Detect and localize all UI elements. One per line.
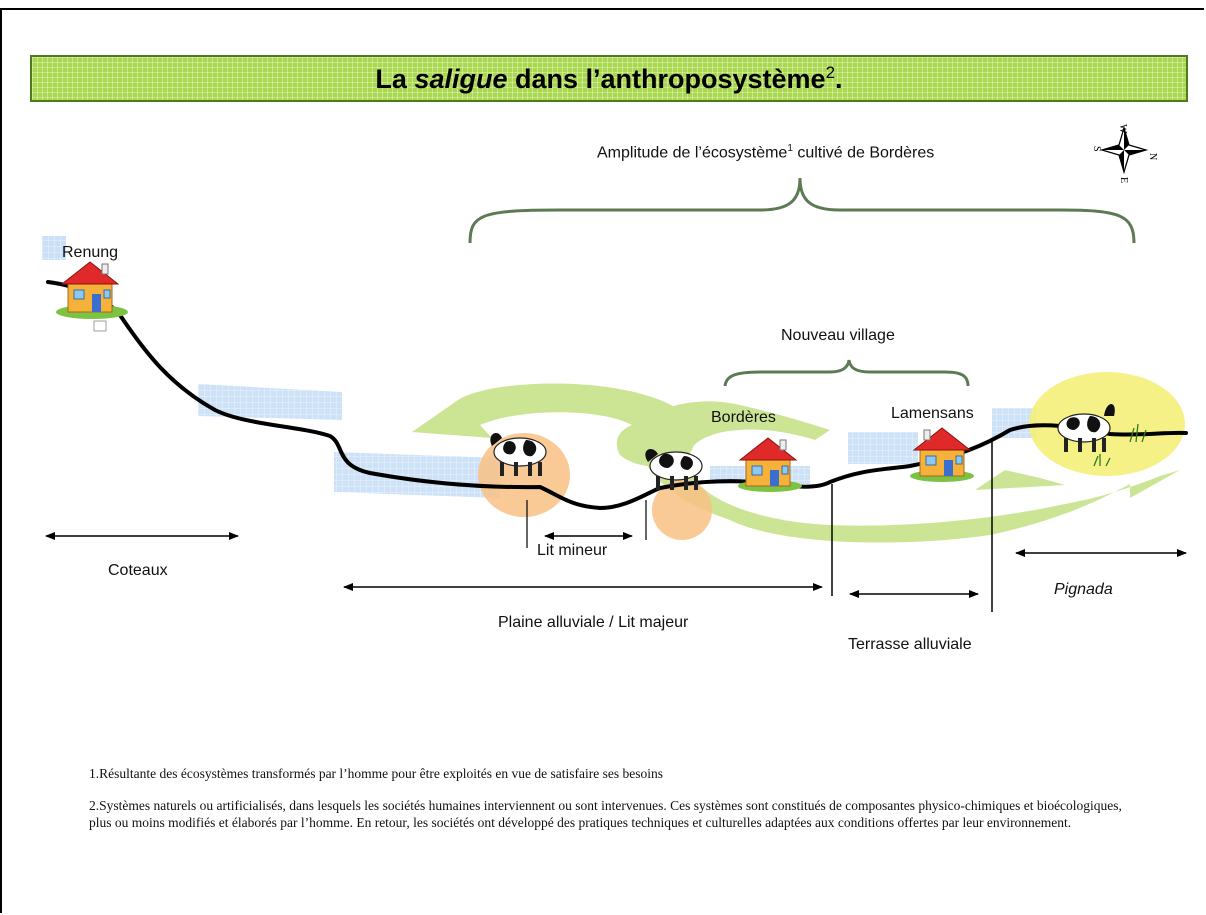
footnote-1: 1.Résultante des écosystèmes transformés… (89, 766, 663, 781)
highlight-plain (334, 452, 500, 498)
page-frame (0, 8, 1204, 913)
label-amplitude-main: Amplitude de l’écosystème (597, 144, 788, 162)
orange-zone-mid (652, 480, 712, 540)
label-renung: Renung (62, 244, 119, 261)
label-amplitude: Amplitude de l’écosystème1 cultivé de Bo… (597, 143, 934, 162)
compass-west: W (1117, 124, 1128, 134)
green-arrow-left (412, 383, 695, 467)
label-pignada: Pignada (1054, 581, 1113, 598)
green-flow-arrows (412, 383, 1180, 543)
house-icon-renung (56, 261, 128, 332)
compass-north: N (1147, 153, 1158, 160)
river-highlights (42, 236, 1036, 498)
terrain-profile (46, 280, 1188, 510)
label-nouveau-village: Nouveau village (781, 327, 895, 344)
cow-icon-right (1057, 404, 1115, 452)
label-plaine: Plaine alluviale / Lit majeur (498, 614, 689, 631)
cow-icon-middle (645, 448, 703, 490)
footnote-2: 2.Systèmes naturels ou artificialisés, d… (89, 798, 1122, 830)
label-lit-mineur: Lit mineur (537, 542, 608, 559)
highlight-terrace (848, 432, 918, 464)
highlight-renung (42, 236, 66, 260)
cow-icon-left (490, 432, 547, 476)
label-lamensans: Lamensans (891, 405, 974, 422)
brace-amplitude (468, 177, 1136, 244)
highlight-lamensans (992, 408, 1036, 438)
house-icon-borderes (738, 437, 802, 492)
label-amplitude-sup: 1 (787, 143, 793, 154)
highlight-slope (198, 384, 342, 420)
title-superscript: 2 (825, 62, 836, 82)
grass-icon (1093, 423, 1147, 467)
title-end: . (835, 63, 843, 94)
green-arrow-right (975, 470, 1065, 490)
green-arrow-bottom (640, 401, 1180, 543)
brace-nouveau-village (723, 359, 970, 387)
label-coteaux: Coteaux (108, 562, 168, 579)
label-borderes: Bordères (711, 409, 776, 426)
house-icon-lamensans (910, 427, 974, 482)
compass-east: E (1118, 177, 1129, 183)
page-title: La saligue dans l’anthroposystème2. (375, 63, 842, 95)
label-terrasse: Terrasse alluviale (848, 636, 972, 653)
title-prefix: La (375, 63, 415, 94)
compass-rose-icon: W N E S (1091, 124, 1158, 183)
compass-south: S (1091, 146, 1102, 152)
title-italic: saligue (414, 63, 508, 94)
label-amplitude-end: cultivé de Bordères (792, 144, 935, 162)
title-suffix: dans l’anthroposystème (507, 63, 826, 94)
title-banner: La saligue dans l’anthroposystème2. (30, 55, 1188, 102)
